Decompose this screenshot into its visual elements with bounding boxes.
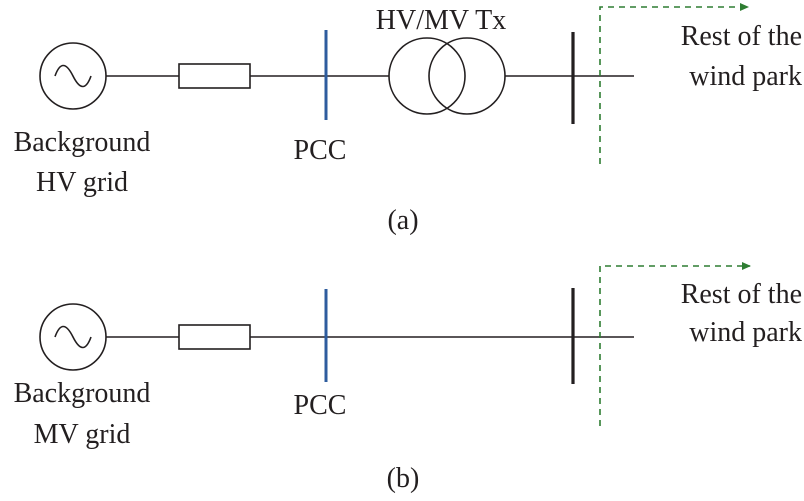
two-winding-transformer-icon xyxy=(388,37,506,115)
caption-b: (b) xyxy=(387,463,420,494)
rest-label-line2: wind park xyxy=(689,317,802,348)
impedance-box-icon xyxy=(178,324,251,350)
caption-a: (a) xyxy=(387,205,418,236)
impedance-box-icon xyxy=(178,63,251,89)
ac-source-icon xyxy=(39,303,107,371)
diagram-b: Background MV grid PCC Rest of the wind … xyxy=(14,262,802,494)
source-label-line1: Background xyxy=(14,378,151,409)
pcc-label: PCC xyxy=(294,390,347,421)
rest-label-line1: Rest of the xyxy=(681,279,802,310)
pcc-label: PCC xyxy=(294,135,347,166)
source-label-line1: Background xyxy=(14,127,151,158)
rest-label-line1: Rest of the xyxy=(681,21,802,52)
ac-source-icon xyxy=(39,42,107,110)
transformer-label: HV/MV Tx xyxy=(376,5,506,36)
source-label-line2: HV grid xyxy=(36,167,128,198)
diagram-a: HV/MV Tx Background HV grid PCC Rest of … xyxy=(14,3,802,236)
dashed-arrow xyxy=(599,3,749,164)
source-label-line2: MV grid xyxy=(34,419,131,450)
rest-label-line2: wind park xyxy=(689,61,802,92)
dashed-arrow xyxy=(599,262,751,426)
